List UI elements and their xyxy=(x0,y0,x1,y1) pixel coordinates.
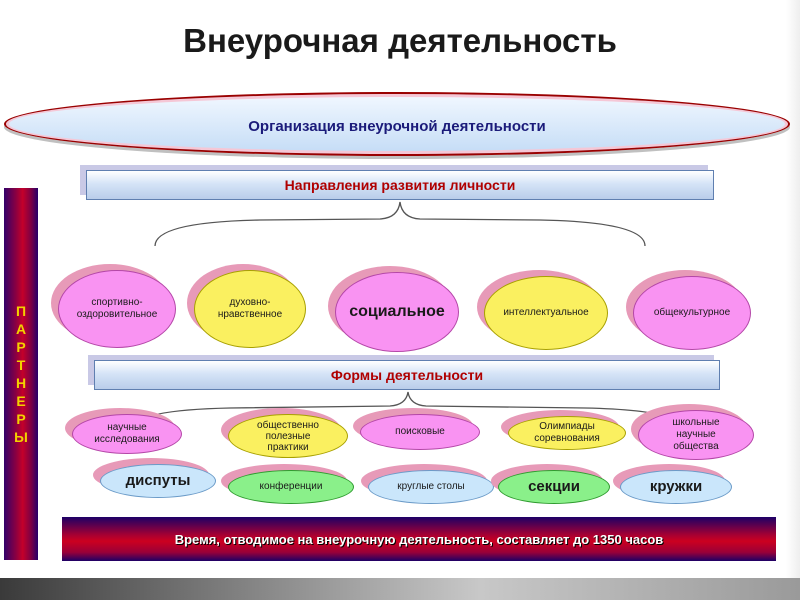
direction-label: духовно- нравственное xyxy=(217,297,283,320)
form-label: научные исследования xyxy=(94,422,160,445)
directions-header-bar: Направления развития личности xyxy=(86,170,714,200)
form-label: школьные научные общества xyxy=(672,417,720,452)
forms-header-bar: Формы деятельности xyxy=(94,360,720,390)
form-label: конференции xyxy=(259,481,323,492)
partners-letter: А xyxy=(15,321,27,337)
directions-header-label: Направления развития личности xyxy=(284,177,516,193)
form-label: секции xyxy=(528,478,580,495)
time-label: Время, отводимое на внеурочную деятельно… xyxy=(174,531,664,547)
organization-label: Организация внеурочной деятельности xyxy=(248,117,546,135)
footer-strip xyxy=(0,578,800,600)
direction-label: общекультурное xyxy=(653,307,731,318)
forms-brace xyxy=(134,391,681,429)
form-clubs: кружки xyxy=(620,470,732,504)
direction-spiritual: духовно- нравственное xyxy=(194,270,306,348)
form-label: общественно полезные практики xyxy=(257,419,319,453)
direction-label: социальное xyxy=(349,303,445,320)
right-edge xyxy=(786,0,800,578)
partners-letter: П xyxy=(15,303,27,319)
form-debates: диспуты xyxy=(100,464,216,498)
form-practices: общественно полезные практики xyxy=(228,414,348,458)
form-olympiads: Олимпиады соревнования xyxy=(508,416,626,450)
form-research: научные исследования xyxy=(72,414,182,454)
form-label: диспуты xyxy=(125,472,191,489)
page-title: Внеурочная деятельность xyxy=(183,22,617,59)
form-label: кружки xyxy=(649,478,703,495)
form-societies: школьные научные общества xyxy=(638,410,754,460)
form-conferences: конференции xyxy=(228,470,354,504)
form-label: круглые столы xyxy=(397,481,465,492)
direction-social: социальное xyxy=(335,272,459,352)
direction-sport: спортивно- оздоровительное xyxy=(58,270,176,348)
partners-letter: Т xyxy=(16,357,26,373)
partners-letter: Р xyxy=(16,411,26,427)
direction-label: спортивно- оздоровительное xyxy=(76,297,158,320)
partners-letter: Р xyxy=(16,339,26,355)
organization-ellipse: Организация внеурочной деятельности xyxy=(4,92,790,156)
direction-cultural: общекультурное xyxy=(633,276,751,350)
forms-header-label: Формы деятельности xyxy=(330,367,484,383)
partners-letter: Ы xyxy=(14,429,28,445)
direction-label: интеллектуальное xyxy=(503,307,589,318)
partners-letter: Н xyxy=(15,375,27,391)
form-sections: секции xyxy=(498,470,610,504)
partners-letter: Е xyxy=(16,393,26,409)
partners-bar: П А Р Т Н Е Р Ы xyxy=(4,188,38,560)
form-round-tables: круглые столы xyxy=(368,470,494,504)
form-search: поисковые xyxy=(360,414,480,450)
direction-intellectual: интеллектуальное xyxy=(484,276,608,350)
directions-brace xyxy=(154,201,646,247)
time-bar: Время, отводимое на внеурочную деятельно… xyxy=(62,517,776,561)
form-label: Олимпиады соревнования xyxy=(534,421,600,444)
form-label: поисковые xyxy=(395,426,445,437)
